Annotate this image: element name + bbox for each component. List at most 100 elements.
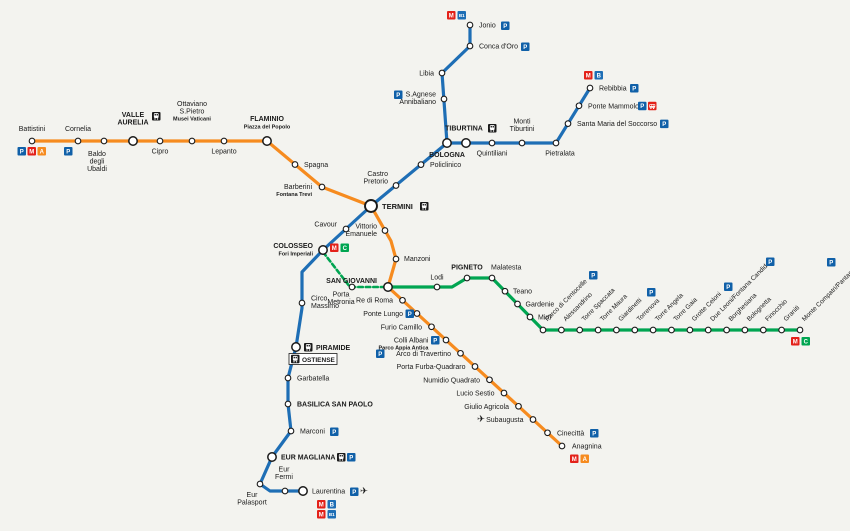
svg-text:P: P — [433, 338, 437, 344]
svg-text:P: P — [20, 149, 24, 155]
station-dot — [440, 95, 448, 103]
station-dot — [188, 137, 196, 145]
station-dot — [500, 389, 508, 397]
station-label: Ponte Mammolo — [588, 103, 639, 110]
station-label: Massimo — [311, 303, 339, 310]
station-label: Giulio Agricola — [464, 404, 509, 411]
station-dot — [466, 42, 474, 50]
svg-text:P: P — [829, 260, 833, 266]
station-label: Eur — [279, 467, 291, 474]
station-dot — [156, 137, 164, 145]
station-label: TIBURTINA — [445, 126, 483, 133]
station-label: Palasport — [237, 500, 267, 507]
svg-text:M: M — [586, 73, 591, 79]
station-dot — [529, 416, 537, 423]
svg-text:P: P — [726, 285, 730, 291]
station-label: BOLOGNA — [429, 152, 465, 159]
svg-text:B: B — [330, 502, 335, 508]
station-garbatella: Garbatella — [284, 374, 329, 383]
svg-text:P: P — [503, 24, 507, 30]
station-label: Porta Furba-Quadraro — [397, 364, 466, 371]
station-dot — [342, 225, 350, 233]
station-sublabel: Fontana Trevi — [276, 192, 312, 198]
train-icon — [291, 354, 300, 364]
badge-p: P — [766, 257, 775, 266]
badge-m: M — [584, 71, 593, 80]
station-numidio-quadrato: Numidio Quadrato — [423, 376, 493, 384]
svg-text:M: M — [319, 502, 324, 508]
badge-m: M — [791, 337, 800, 346]
station-dot — [383, 282, 393, 292]
train-icon — [488, 124, 497, 133]
station-label: Marconi — [300, 429, 325, 436]
station-sublabel: Parco Appia Antica — [378, 346, 429, 352]
station-cavour: Cavour — [314, 222, 350, 233]
badge-p: P — [521, 42, 530, 51]
station-label: Rebibbia — [599, 86, 627, 93]
train-icon — [420, 202, 429, 211]
station-dot — [501, 287, 509, 295]
station-label: Garbatella — [297, 376, 329, 383]
train-icon — [304, 343, 313, 352]
station-label: Mirti — [538, 315, 552, 322]
station-dot — [796, 326, 804, 334]
badge-p: P — [376, 349, 385, 358]
svg-text:B1: B1 — [459, 13, 465, 18]
station-label: Manzoni — [404, 256, 431, 263]
station-dot — [471, 363, 479, 370]
station-dot — [558, 442, 566, 450]
station-label: Barberini — [284, 184, 312, 191]
station-label: Castro — [367, 171, 388, 178]
station-re-di-roma: Re di Roma — [356, 296, 406, 305]
station-label: Malatesta — [491, 265, 521, 272]
station-dot — [488, 274, 496, 282]
station-dot — [613, 326, 620, 334]
station-label: SAN GIOVANNI — [326, 278, 377, 285]
badge-m: M — [447, 11, 456, 20]
svg-text:A: A — [40, 149, 45, 155]
station-label: EUR MAGLIANA — [281, 455, 335, 462]
station-lepanto: Lepanto — [211, 137, 237, 156]
station-dot — [466, 21, 474, 29]
station-label: Lucio Sestio — [456, 391, 494, 398]
station-dot — [515, 402, 522, 410]
station-san-giovanni: SAN GIOVANNI — [326, 278, 393, 292]
svg-text:P: P — [591, 273, 595, 279]
train-icon — [337, 453, 346, 462]
svg-text:P: P — [523, 45, 527, 51]
badge-p: P — [64, 147, 73, 156]
station-dot — [287, 427, 295, 435]
station-dot — [552, 139, 560, 147]
station-label: Ponte Lungo — [363, 311, 403, 318]
station-subaugusta: Subaugusta✈ — [477, 414, 537, 425]
station-label: Monte Compatri/Pantano — [801, 267, 850, 323]
station-dot — [526, 313, 534, 321]
bus-icon — [648, 101, 657, 111]
station-label: Vittorio — [355, 224, 377, 231]
badge-p: P — [724, 282, 733, 291]
badge-m: M — [27, 147, 36, 156]
station-dot — [256, 480, 264, 488]
badge-p: P — [827, 258, 836, 267]
station-label: Conca d'Oro — [479, 44, 518, 51]
station-label: Laurentina — [312, 489, 345, 496]
line-c-east — [386, 276, 802, 332]
rail-boxes: OSTIENSE — [288, 353, 338, 365]
station-dot — [399, 296, 406, 304]
station-label: VALLE — [122, 112, 145, 119]
station-label: Spagna — [304, 162, 328, 169]
badge-p: P — [431, 336, 440, 345]
